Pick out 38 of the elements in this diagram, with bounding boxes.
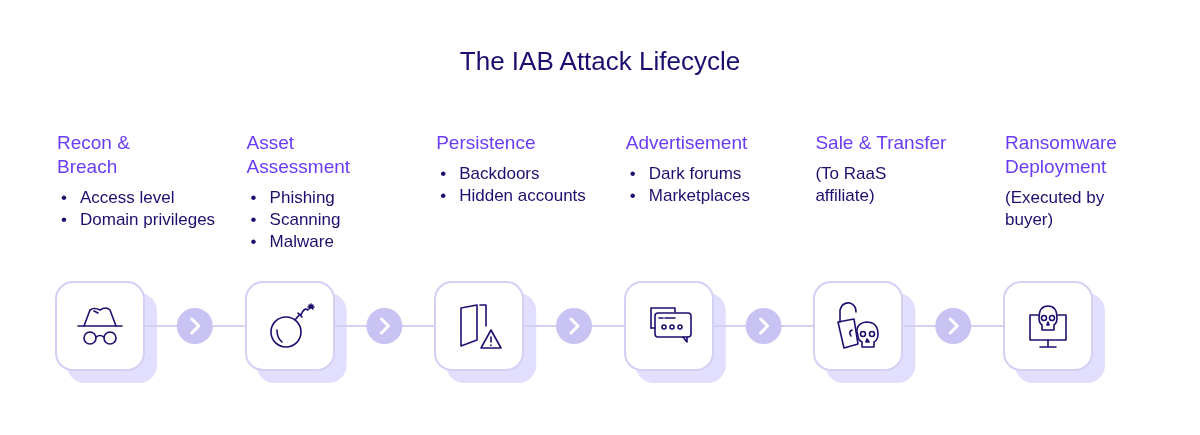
chevron-connector bbox=[712, 308, 815, 344]
stage-heading: Ransomware Deployment bbox=[1005, 131, 1118, 179]
bullet-marker: • bbox=[440, 164, 447, 183]
icon-card bbox=[55, 281, 145, 371]
stage-heading: Persistence bbox=[436, 131, 537, 155]
bullet-item: Backdoors bbox=[459, 163, 540, 185]
bullet-item: Domain privileges bbox=[80, 209, 216, 231]
bullet-marker: • bbox=[440, 186, 447, 205]
chevron-connector bbox=[144, 308, 246, 344]
bullet-marker: • bbox=[250, 232, 257, 251]
bullet-marker: • bbox=[629, 164, 636, 183]
stage-heading: Sale & Transfer bbox=[815, 131, 948, 155]
bullet-marker: • bbox=[250, 210, 257, 229]
bullet-item: Dark forums bbox=[648, 163, 742, 185]
chevron-connector bbox=[523, 308, 625, 344]
icon-card bbox=[623, 281, 714, 371]
stage-heading: Recon & Breach bbox=[57, 131, 131, 179]
bullet-item: Malware bbox=[269, 231, 334, 253]
icon-card bbox=[813, 281, 904, 371]
bullet-marker: • bbox=[250, 188, 257, 207]
chevron-connector bbox=[902, 308, 1004, 344]
chevron-connector bbox=[333, 308, 436, 344]
stage-heading: Asset Assessment bbox=[246, 131, 352, 179]
icon-card bbox=[244, 281, 335, 371]
bullet-marker: • bbox=[629, 186, 636, 205]
bullet-item: Scanning bbox=[269, 209, 341, 231]
stage-note: (Executed by buyer) bbox=[1005, 187, 1106, 231]
bullet-item: Phishing bbox=[269, 187, 335, 209]
icon-card bbox=[434, 281, 525, 371]
stage-heading: Advertisement bbox=[625, 131, 749, 155]
bullet-marker: • bbox=[61, 210, 67, 229]
bullet-item: Marketplaces bbox=[648, 185, 750, 207]
icon-card bbox=[1003, 281, 1093, 371]
diagram-title: The IAB Attack Lifecycle bbox=[459, 45, 741, 78]
bullet-marker: • bbox=[61, 188, 67, 207]
bullet-item: Access level bbox=[80, 187, 175, 209]
stage-note: (To RaaS affiliate) bbox=[815, 163, 888, 207]
bullet-item: Hidden accounts bbox=[459, 185, 586, 207]
